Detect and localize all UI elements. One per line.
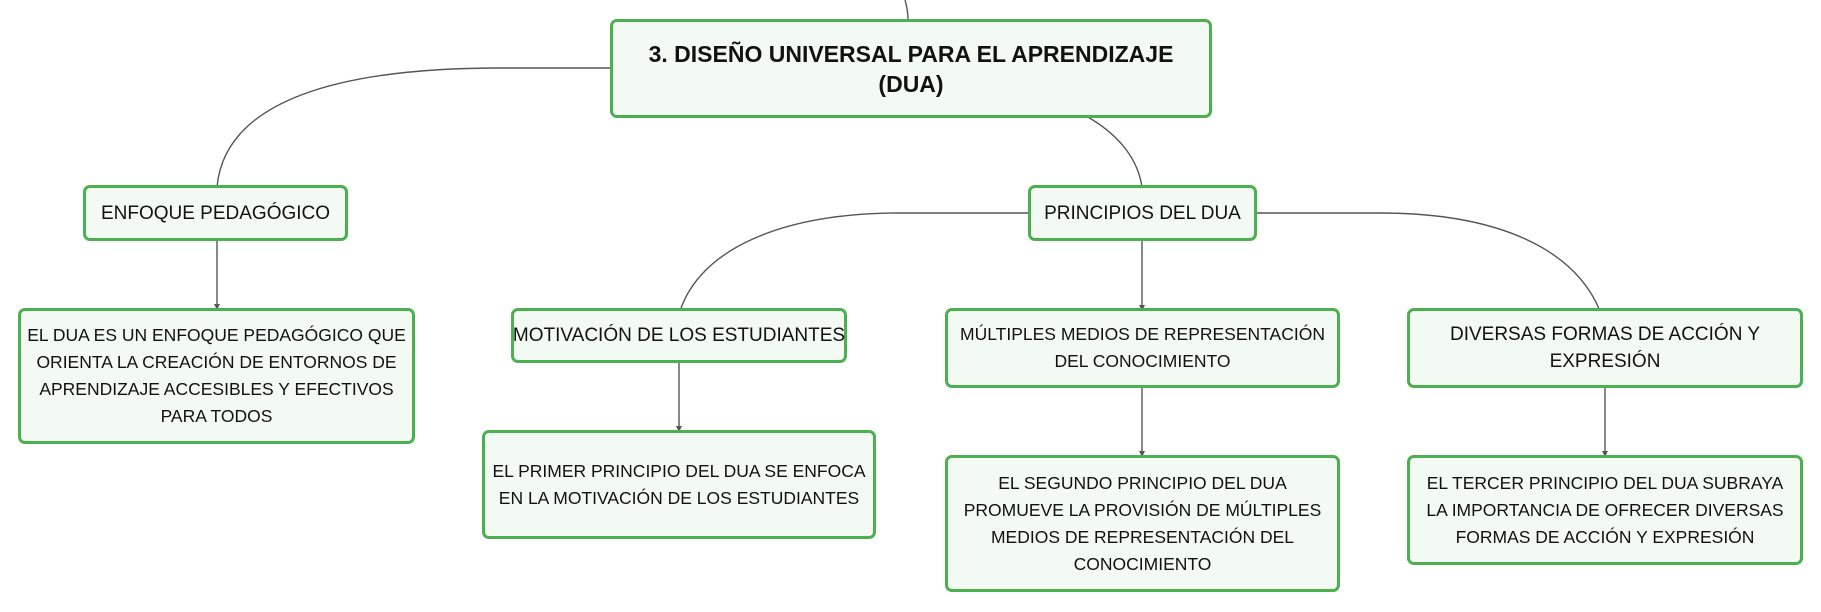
- principio-multiples-medios-detail-node[interactable]: EL SEGUNDO PRINCIPIO DEL DUA PROMUEVE LA…: [945, 455, 1340, 592]
- principio-multiples-medios-label: MÚLTIPLES MEDIOS DE REPRESENTACIÓN DEL C…: [960, 324, 1325, 371]
- principios-del-dua-label: PRINCIPIOS DEL DUA: [1044, 202, 1241, 224]
- root-node[interactable]: 3. DISEÑO UNIVERSAL PARA EL APRENDIZAJE …: [610, 19, 1212, 118]
- principio-motivacion-detail-text: EL PRIMER PRINCIPIO DEL DUA SE ENFOCA EN…: [492, 460, 866, 508]
- arrowhead-diversas-detail: [1602, 451, 1608, 457]
- connector-principios-to-diversas: [1257, 212, 1601, 312]
- principios-del-dua-node[interactable]: PRINCIPIOS DEL DUA: [1028, 185, 1257, 241]
- arrowhead-motivacion-detail: [676, 426, 682, 432]
- principio-diversas-formas-detail-node[interactable]: EL TERCER PRINCIPIO DEL DUA SUBRAYA LA I…: [1407, 455, 1803, 565]
- root-node-label: 3. DISEÑO UNIVERSAL PARA EL APRENDIZAJE …: [648, 40, 1174, 97]
- enfoque-pedagogico-detail-node[interactable]: EL DUA ES UN ENFOQUE PEDAGÓGICO QUE ORIE…: [18, 308, 415, 444]
- connector-principios-to-motivacion: [679, 212, 1030, 312]
- principio-multiples-medios-node[interactable]: MÚLTIPLES MEDIOS DE REPRESENTACIÓN DEL C…: [945, 308, 1340, 388]
- enfoque-pedagogico-detail-text: EL DUA ES UN ENFOQUE PEDAGÓGICO QUE ORIE…: [27, 325, 406, 426]
- connector-root-incoming: [904, 0, 909, 21]
- principio-multiples-medios-detail-text: EL SEGUNDO PRINCIPIO DEL DUA PROMUEVE LA…: [963, 472, 1322, 574]
- arrowhead-enfoque-detail: [214, 304, 220, 310]
- enfoque-pedagogico-node[interactable]: ENFOQUE PEDAGÓGICO: [83, 185, 348, 241]
- principio-diversas-formas-node[interactable]: DIVERSAS FORMAS DE ACCIÓN Y EXPRESIÓN: [1407, 308, 1803, 388]
- principio-motivacion-label: MOTIVACIÓN DE LOS ESTUDIANTES: [512, 325, 846, 346]
- connector-root-to-principios: [1085, 115, 1143, 188]
- arrowhead-multiples-detail: [1139, 451, 1145, 457]
- principio-motivacion-node[interactable]: MOTIVACIÓN DE LOS ESTUDIANTES: [511, 308, 847, 363]
- principio-diversas-formas-label: DIVERSAS FORMAS DE ACCIÓN Y EXPRESIÓN: [1449, 324, 1761, 372]
- principio-diversas-formas-detail-text: EL TERCER PRINCIPIO DEL DUA SUBRAYA LA I…: [1426, 472, 1784, 547]
- enfoque-pedagogico-label: ENFOQUE PEDAGÓGICO: [100, 202, 331, 224]
- connector-root-to-enfoque: [216, 67, 612, 188]
- principio-motivacion-detail-node[interactable]: EL PRIMER PRINCIPIO DEL DUA SE ENFOCA EN…: [482, 430, 876, 539]
